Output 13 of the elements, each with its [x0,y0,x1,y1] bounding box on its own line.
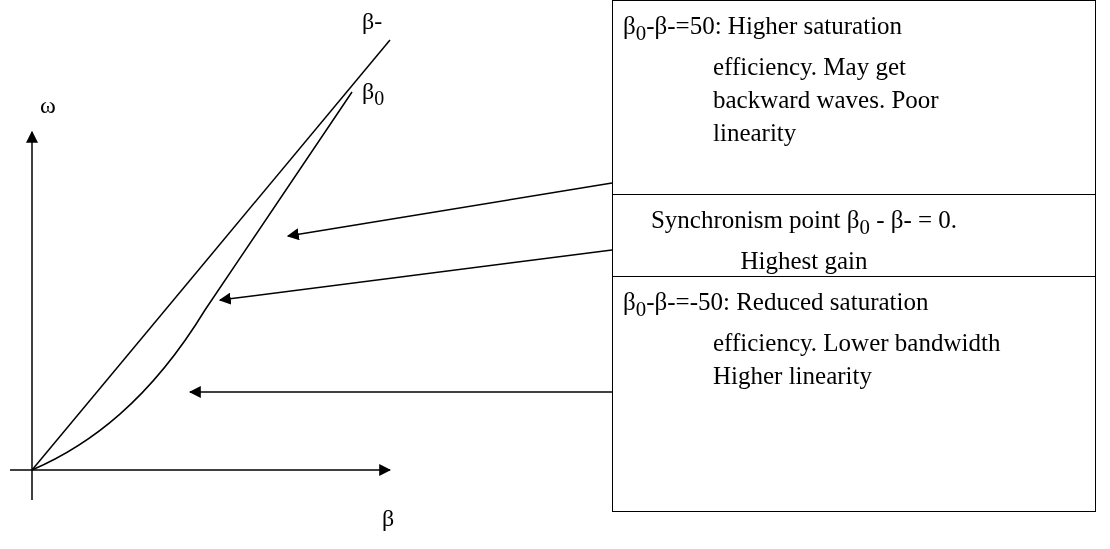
leader-arrow [188,386,613,398]
note-box [612,194,1096,278]
curve-label: β$_{0}$ [362,78,385,104]
note-text: β$_{0}$-β-=50: Higher saturation efficiency. May get backward waves. Poor linearity [623,12,939,146]
note-text: Higher linearity [713,362,872,389]
note-box [612,276,1096,512]
leader-arrow [218,249,613,305]
note-text: β$_{0}$-β-=-50: Reduced saturation efficiency. Lower bandwidth [623,288,1001,356]
note-box [612,0,1096,196]
leader-arrow [286,182,613,241]
curve-label: β- [362,8,383,34]
axis-label: ω [40,92,56,118]
axis-label: β [382,505,395,531]
